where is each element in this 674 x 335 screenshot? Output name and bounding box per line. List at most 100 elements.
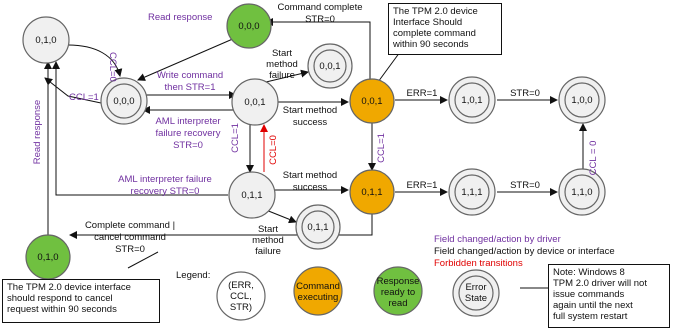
state-000-center: 0,0,0 — [100, 77, 148, 125]
state-label: 0,1,0 — [37, 252, 58, 263]
legend-driver-line: Field changed/action by driver — [434, 234, 561, 245]
legend-ready-2: ready to — [381, 287, 415, 298]
state-label: 0,0,0 — [113, 96, 134, 107]
legend-key-3: STR) — [230, 302, 252, 313]
note-line: issue commands — [553, 289, 625, 300]
note-top-right: The TPM 2.0 device Interface Should comp… — [388, 3, 502, 55]
note-line: Note: Windows 8 — [553, 267, 625, 278]
note-line: Interface Should — [393, 17, 463, 28]
state-011-executing: 0,1,1 — [349, 169, 395, 215]
label-ccl0-right: CCL = 0 — [588, 141, 599, 176]
state-001-failure: 0,0,1 — [307, 43, 353, 89]
state-label: 0,0,0 — [238, 21, 259, 32]
label-start-success-top-1: Start method — [283, 105, 337, 116]
state-label: 0,1,1 — [307, 222, 328, 233]
edge-aml-recovery-bottom — [52, 61, 228, 196]
legend-error-2: State — [465, 293, 487, 304]
edge-green-to-000 — [137, 37, 236, 81]
edge-labels: Read response Command complete STR=0 CCL… — [32, 2, 599, 257]
state-label: 0,0,1 — [319, 61, 340, 72]
note-line: again until the next — [553, 300, 633, 311]
label-aml-top-2: failure recovery — [156, 128, 221, 139]
label-complete-cancel-3: STR=0 — [115, 244, 145, 255]
label-start-failure-bottom-3: failure — [255, 246, 281, 257]
legend-executing-1: Command — [296, 281, 340, 292]
note-line: full system restart — [553, 311, 628, 322]
state-010-green: 0,1,0 — [25, 234, 71, 280]
state-label: 0,1,1 — [361, 187, 382, 198]
state-label: 0,0,1 — [361, 96, 382, 107]
label-start-failure-bottom-2: method — [252, 235, 284, 246]
note-bottom-left: The TPM 2.0 device interface should resp… — [2, 279, 160, 323]
label-str0-top: STR=0 — [510, 88, 540, 99]
state-label: 1,1,1 — [461, 187, 482, 198]
note-line: within 90 seconds — [393, 39, 469, 50]
note-line: The TPM 2.0 device interface — [7, 282, 131, 293]
state-000-green: 0,0,0 — [226, 3, 272, 49]
label-read-response-top: Read response — [148, 12, 212, 23]
state-label: 1,1,0 — [571, 187, 592, 198]
note-line: TPM 2.0 driver will not — [553, 278, 647, 289]
legend-key-2: CCL, — [230, 291, 252, 302]
label-write-command-2: then STR=1 — [165, 82, 216, 93]
state-001-executing: 0,0,1 — [349, 78, 395, 124]
label-command-complete-2: STR=0 — [305, 14, 335, 25]
legend-device-line: Field changed/action by device or interf… — [434, 246, 615, 257]
label-start-failure-top-1: Start — [272, 48, 292, 59]
note-line: should respond to cancel — [7, 293, 113, 304]
state-label: 1,0,0 — [571, 95, 592, 106]
edge-ccl1-left — [44, 77, 102, 104]
note-line: The TPM 2.0 device — [393, 6, 478, 17]
legend: Legend: (ERR, CCL, STR) Command executin… — [176, 234, 615, 321]
label-start-success-bottom-2: success — [293, 182, 328, 193]
label-complete-cancel-1: Complete command | — [85, 220, 175, 231]
note-pointer-top — [377, 51, 401, 83]
edge-start-failure-bottom — [265, 209, 297, 224]
edge-command-complete — [265, 18, 371, 82]
label-aml-bottom-1: AML interpreter failure — [118, 174, 212, 185]
label-ccl1-left: CCL=1 — [69, 92, 99, 103]
label-ccl1-right: CCL=1 — [376, 133, 387, 163]
label-start-failure-top-2: method — [266, 59, 298, 70]
state-010-top-left: 0,1,0 — [22, 16, 70, 64]
note-bottom-right: Note: Windows 8 TPM 2.0 driver will not … — [548, 264, 670, 328]
label-start-failure-top-3: failure — [269, 70, 295, 81]
legend-executing-2: executing — [298, 292, 339, 303]
label-start-failure-bottom-1: Start — [258, 224, 278, 235]
state-label: 0,0,1 — [244, 97, 265, 108]
label-ccl0-forbidden: CCL=0 — [268, 135, 279, 165]
legend-ready-1: Response — [377, 276, 420, 287]
legend-forbidden-line: Forbidden transitions — [434, 258, 523, 269]
edges — [44, 18, 587, 289]
label-err1-bottom: ERR=1 — [407, 180, 438, 191]
edge-complete-cancel — [69, 212, 373, 239]
label-command-complete-1: Command complete — [277, 2, 362, 13]
state-011-center: 0,1,1 — [228, 171, 276, 219]
label-complete-cancel-2: cancel command — [94, 232, 166, 243]
note-pointer-bottom — [127, 251, 159, 269]
label-aml-top-1: AML interpreter — [155, 116, 220, 127]
edge-start-failure-top — [265, 69, 309, 83]
states: 0,1,0 0,0,0 0,0,0 0,0,1 0,0,1 0,0,1 — [22, 3, 606, 280]
state-101: 1,0,1 — [448, 76, 496, 124]
label-str0-bottom: STR=0 — [510, 180, 540, 191]
label-start-success-bottom-1: Start method — [283, 170, 337, 181]
state-label: 0,1,0 — [35, 35, 56, 46]
label-aml-top-3: STR=0 — [173, 140, 203, 151]
legend-ready-3: read — [388, 298, 407, 309]
state-label: 0,1,1 — [241, 190, 262, 201]
note-line: request within 90 seconds — [7, 304, 117, 315]
state-111: 1,1,1 — [448, 168, 496, 216]
label-aml-bottom-2: recovery STR=0 — [131, 186, 200, 197]
state-100: 1,0,0 — [558, 76, 606, 124]
state-label: 1,0,1 — [461, 95, 482, 106]
label-write-command-1: Write command — [157, 70, 223, 81]
state-001-center: 0,0,1 — [231, 78, 279, 126]
label-start-success-top-2: success — [293, 117, 328, 128]
label-ccl1-mid: CCL=1 — [230, 123, 241, 153]
edge-read-response-top — [67, 44, 123, 77]
legend-error-1: Error — [465, 282, 486, 293]
legend-key-1: (ERR, — [228, 280, 254, 291]
